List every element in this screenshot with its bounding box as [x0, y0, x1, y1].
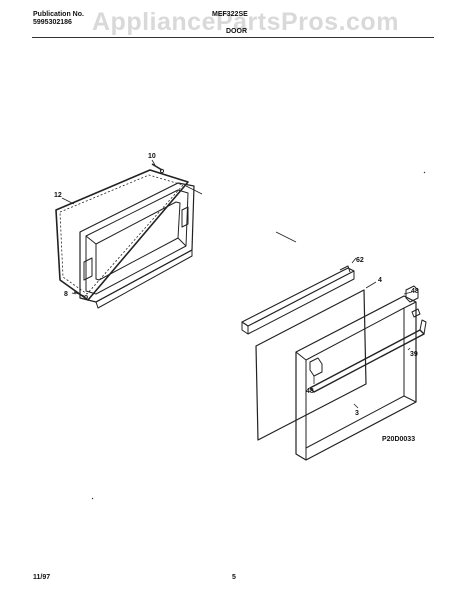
footer-page-number: 5 — [232, 574, 236, 581]
header-divider — [32, 37, 434, 38]
callout-39: 39 — [410, 351, 418, 358]
callout-4: 4 — [378, 277, 382, 284]
callout-62: 62 — [356, 257, 364, 264]
outer-door-assembly — [241, 231, 427, 461]
publication-label: Publication No. — [33, 11, 84, 18]
callout-8: 8 — [64, 291, 68, 298]
drawing-id: P20D0033 — [382, 436, 415, 443]
footer-date: 11/97 — [33, 574, 51, 581]
watermark-text: AppliancePartsPros.com — [92, 8, 399, 36]
callout-10: 10 — [148, 153, 156, 160]
publication-number: 5995302186 — [33, 19, 72, 26]
model-number: MEF322SE — [212, 11, 248, 18]
callout-3: 3 — [355, 410, 359, 417]
callout-12: 12 — [54, 192, 62, 199]
section-title: DOOR — [226, 28, 247, 35]
callout-48-lower: 48 — [306, 388, 314, 395]
gasket-assembly — [55, 159, 203, 309]
callout-48-upper: 48 — [411, 288, 419, 295]
